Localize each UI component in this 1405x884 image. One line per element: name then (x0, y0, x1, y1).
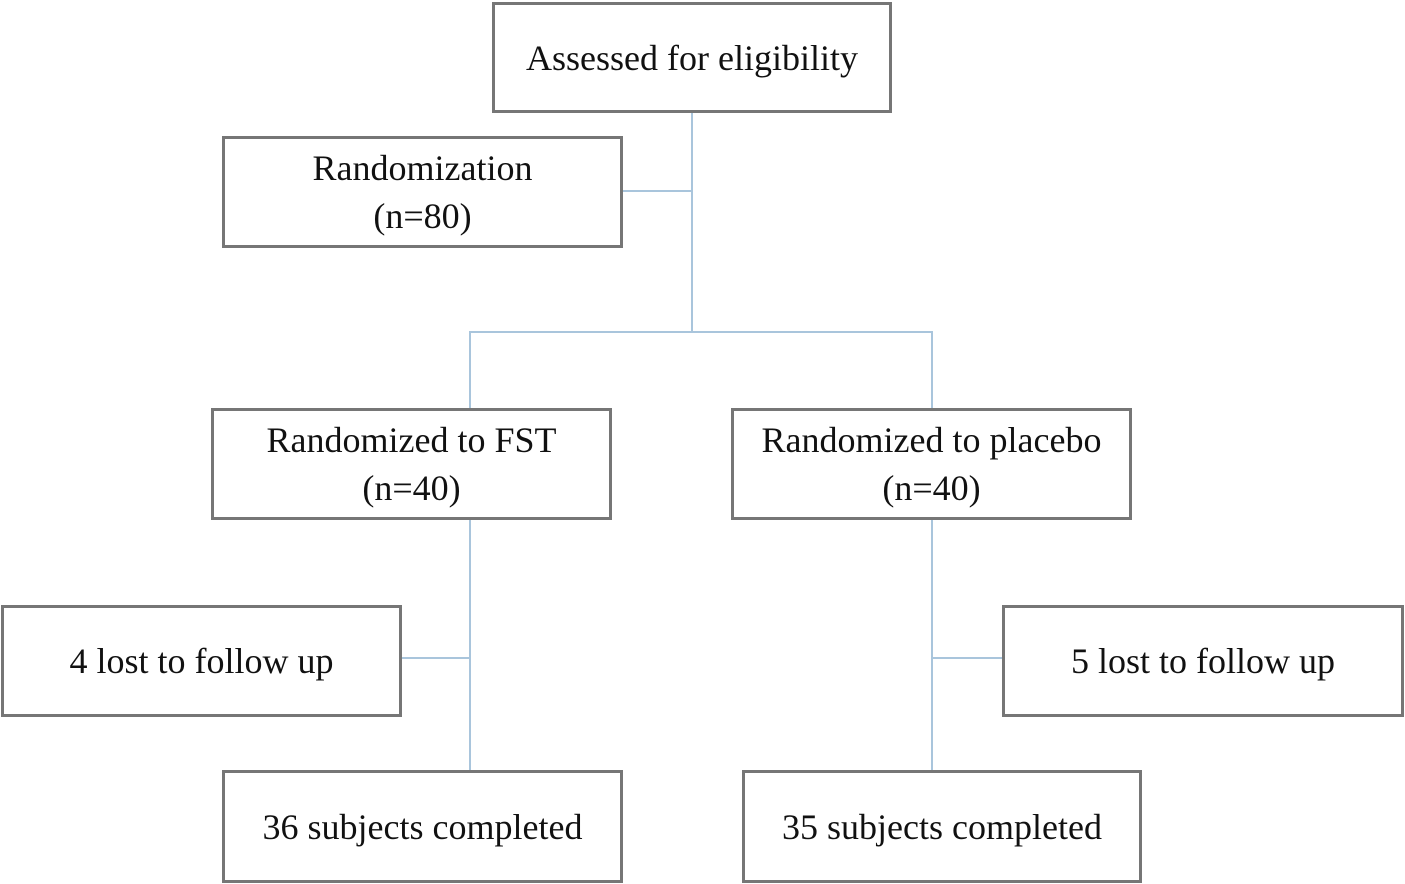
node-randomized-to-fst: Randomized to FST (n=40) (211, 408, 612, 520)
connector-main-trunk (691, 113, 693, 333)
node-label: Randomized to FST (266, 420, 557, 460)
connector-to-randomization (623, 190, 693, 192)
connector-to-placebo (931, 331, 933, 408)
node-count: (n=80) (373, 196, 472, 236)
node-lost-to-follow-up-placebo: 5 lost to follow up (1002, 605, 1404, 717)
node-label: 5 lost to follow up (1070, 641, 1335, 681)
node-label: 4 lost to follow up (69, 641, 334, 681)
node-randomization: Randomization (n=80) (222, 136, 623, 248)
node-completed-placebo: 35 subjects completed (742, 770, 1142, 883)
node-label: 35 subjects completed (782, 806, 1102, 847)
node-count: (n=40) (882, 468, 981, 508)
connector-to-lost-placebo (931, 657, 1002, 659)
node-label: Randomized to placebo (761, 420, 1102, 460)
connector-to-fst (469, 331, 471, 408)
node-lost-to-follow-up-fst: 4 lost to follow up (1, 605, 402, 717)
node-label: Randomization (312, 148, 533, 188)
node-assessed-for-eligibility: Assessed for eligibility (492, 2, 892, 113)
node-label: Assessed for eligibility (526, 37, 858, 78)
connector-to-lost-fst (402, 657, 471, 659)
connector-fst-trunk (469, 520, 471, 770)
node-count: (n=40) (362, 468, 461, 508)
connector-placebo-trunk (931, 520, 933, 770)
connector-split-horizontal (469, 331, 933, 333)
node-randomized-to-placebo: Randomized to placebo (n=40) (731, 408, 1132, 520)
node-completed-fst: 36 subjects completed (222, 770, 623, 883)
node-label: 36 subjects completed (262, 806, 583, 847)
